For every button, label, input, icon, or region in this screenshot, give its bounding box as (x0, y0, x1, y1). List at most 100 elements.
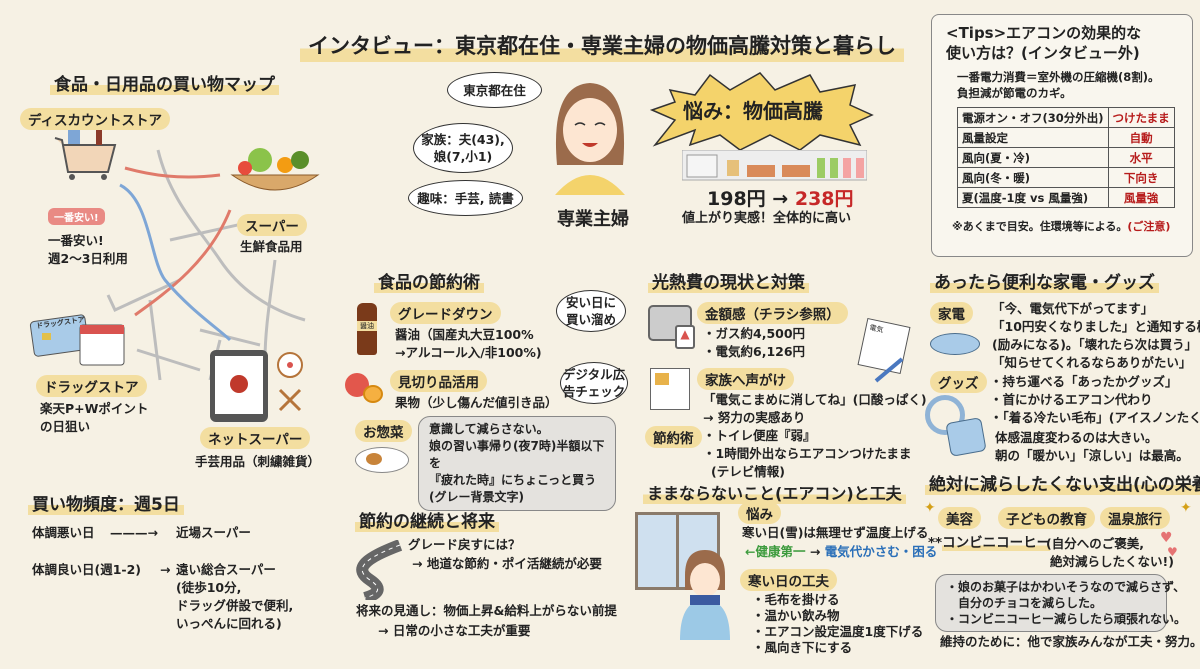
goods-item: ・「着る冷たい毛布」(アイスノンたくさん) (990, 410, 1200, 425)
downgrade-detail: →アルコール入/非100%) (395, 345, 542, 360)
cold-day-label: 寒い日の工夫 (740, 569, 837, 591)
bubble-bulk-buy: 安い日に買い溜め (556, 290, 626, 332)
orange-icon (363, 385, 383, 403)
bad-day-destination: 近場スーパー (176, 525, 251, 540)
appliance-quote: (励みになる)。「壊れたら次は買う」 (992, 337, 1198, 352)
bubble-line: 買い溜め (565, 312, 616, 327)
tips-title-line: 使い方は？(インタビュー外) (946, 44, 1140, 62)
discount-note: 一番安い! (48, 233, 104, 248)
bill-document-icon: 電気 (857, 317, 911, 375)
bubble-line: 告チェック (562, 384, 626, 399)
aircon-heading: ままならないこと(エアコン)と工夫 (643, 480, 906, 504)
gas-cost: ・ガス約4,500円 (703, 326, 806, 341)
shopping-cart-icon (54, 127, 117, 180)
heart-icon: ♥ (1167, 545, 1178, 559)
amount-label: 金額感（チラシ参照） (697, 302, 848, 324)
tips-recommendation: 水平 (1107, 147, 1175, 168)
good-day-detail: (徒歩10分, (176, 580, 242, 595)
cold-day-tip: ・エアコン設定温度1度下げる (752, 624, 924, 639)
tips-row: 風向(冬・暖)下向き (957, 167, 1175, 188)
tag-hot-spring: 温泉旅行 (1100, 507, 1170, 529)
tips-setting: 風向(冬・暖) (957, 167, 1109, 188)
appliance-quote: 「知らせてくれるならありがたい」 (992, 355, 1192, 370)
cold-person-icon (680, 550, 730, 640)
worry-text: 悩み：物価高騰 (683, 99, 823, 123)
saving-tips-label: 節約術 (645, 426, 702, 448)
coffee-note: (自分へのご褒美, (1046, 536, 1144, 551)
arrow: ———→ (110, 525, 158, 540)
page-title: インタビュー：東京都在住・専業主婦の物価高騰対策と暮らし (300, 28, 904, 62)
cold-day-tip: ・温かい飲み物 (752, 608, 840, 623)
markdown-desc: 果物（少し傷んだ値引き品） (395, 395, 558, 410)
drugstore-note: 楽天P+Wポイント (40, 401, 149, 416)
supermarket-desc: 生鮮食品用 (240, 239, 303, 254)
saving-tip: ・1時間外出ならエアコンつけたまま (703, 446, 912, 461)
arrow: → (809, 544, 821, 559)
red-road-2 (134, 209, 232, 317)
soy-sauce-bottle-icon: 醤油 (357, 303, 377, 355)
bubble-line: ・娘のお菓子はかわいそうなので減らさず、 (946, 580, 1186, 594)
future-question: グレード戻すには？ (408, 537, 521, 552)
future-answer: → 地道な節約・ポイ活継続が必要 (412, 556, 602, 571)
deli-label: お惣菜 (355, 420, 412, 442)
tips-note: ※あくまで目安。住環境等による。(ご注意) (952, 218, 1170, 234)
bubble-line: 安い日に (565, 295, 616, 310)
sparkle-icon: ✦ (1180, 500, 1192, 516)
tips-setting: 風向(夏・冷) (957, 147, 1109, 168)
family-line: 家族：夫(43), (421, 132, 505, 147)
bubble-line: ・コンビニコーヒー減らしたら頑張れない。 (946, 612, 1187, 626)
tips-intro-line: 負担減が節電のカギ。 (957, 86, 1072, 100)
tag-beauty: 美容 (938, 507, 981, 529)
neck-cooler-icon (925, 395, 965, 435)
price-before: 198円 (707, 188, 766, 210)
good-day-detail: いっぺんに回れる) (176, 616, 282, 631)
cold-day-tip: ・毛布を掛ける (752, 592, 840, 607)
tips-title-line: <Tips>エアコンの効果的な (946, 24, 1142, 42)
coffee-prefix: ** (928, 535, 943, 551)
deli-line: 娘の習い事帰り(夜7時)半額以下を (429, 439, 605, 470)
family-call-label: 家族へ声がけ (697, 368, 794, 390)
tips-caution: (ご注意) (1127, 220, 1171, 233)
health-first: ←健康第一 (745, 544, 806, 559)
bottle-label: 醤油 (357, 321, 377, 331)
winding-road-icon (356, 540, 403, 600)
bubble-residence: 東京都在住 (447, 72, 542, 108)
price-note: 値上がり実感！全体的に高い (682, 211, 852, 226)
deli-note: 意識して減らさない。 娘の習い事帰り(夜7時)半額以下を 『疲れた時』にちょこっ… (418, 416, 616, 511)
deli-line: 『疲れた時』にちょこっと買う (429, 473, 597, 487)
good-day-destination: 遠い総合スーパー (176, 562, 276, 577)
bad-day-label: 体調悪い日 (32, 525, 95, 540)
tips-row: 電源オン・オフ(30分外出)つけたまま (957, 107, 1175, 128)
saving-tip-source: (テレビ情報) (711, 464, 785, 479)
tips-title: <Tips>エアコンの効果的な使い方は？(インタビュー外) (946, 23, 1141, 63)
goods-note: 体感温度変わるのは大きい。 (995, 430, 1158, 445)
future-conclusion: → 日常の小さな工夫が重要 (378, 623, 531, 638)
electric-cost: ・電気約6,126円 (703, 344, 806, 359)
good-day-detail: ドラッグ併設で便利, (176, 598, 294, 613)
flame-icon: ▲ (675, 325, 695, 349)
tips-setting: 電源オン・オフ(30分外出) (957, 107, 1109, 128)
saving-tip: ・トイレ便座『弱』 (703, 428, 816, 443)
keep-heading: 絶対に減らしたくない支出(心の栄養) (925, 470, 1200, 495)
appliance-label: 家電 (930, 302, 973, 324)
food-heading: 食品の節約術 (374, 268, 484, 293)
cold-day-tip: ・風向き下にする (752, 640, 853, 655)
supermarket-label: スーパー (237, 214, 307, 236)
tips-recommendation: つけたまま (1107, 107, 1175, 128)
worry-detail: 寒い日(雪)は無理せず温度上げる (742, 525, 929, 540)
tips-setting: 風量設定 (957, 127, 1109, 148)
tips-note-text: ※あくまで目安。住環境等による。 (952, 220, 1128, 233)
tips-recommendation: 自動 (1107, 127, 1175, 148)
vegetable-basket-icon (230, 148, 320, 191)
bubble-digital-ads: デジタル広告チェック (560, 362, 628, 404)
family-call-quote: 「電気こまめに消してね」(口酸っぱく) (703, 392, 927, 407)
keep-bubble: ・娘のお菓子はかわいそうなので減らさず、 自分のチョコを減らした。 ・コンビニコ… (935, 574, 1187, 632)
net-super-desc: 手芸用品（刺繍雑貨） (195, 454, 321, 469)
discount-store-label: ディスカウントストア (20, 108, 171, 130)
bubble-line: 自分のチョコを減らした。 (946, 596, 1103, 610)
discount-frequency: 週2～3日利用 (48, 251, 128, 266)
downgrade-label: グレードダウン (390, 302, 501, 324)
tips-recommendation: 下向き (1107, 167, 1175, 188)
worry-tradeoff: ←健康第一 → 電気代かさむ・困る (745, 543, 937, 561)
utility-heading: 光熱費の現状と対策 (648, 268, 809, 293)
